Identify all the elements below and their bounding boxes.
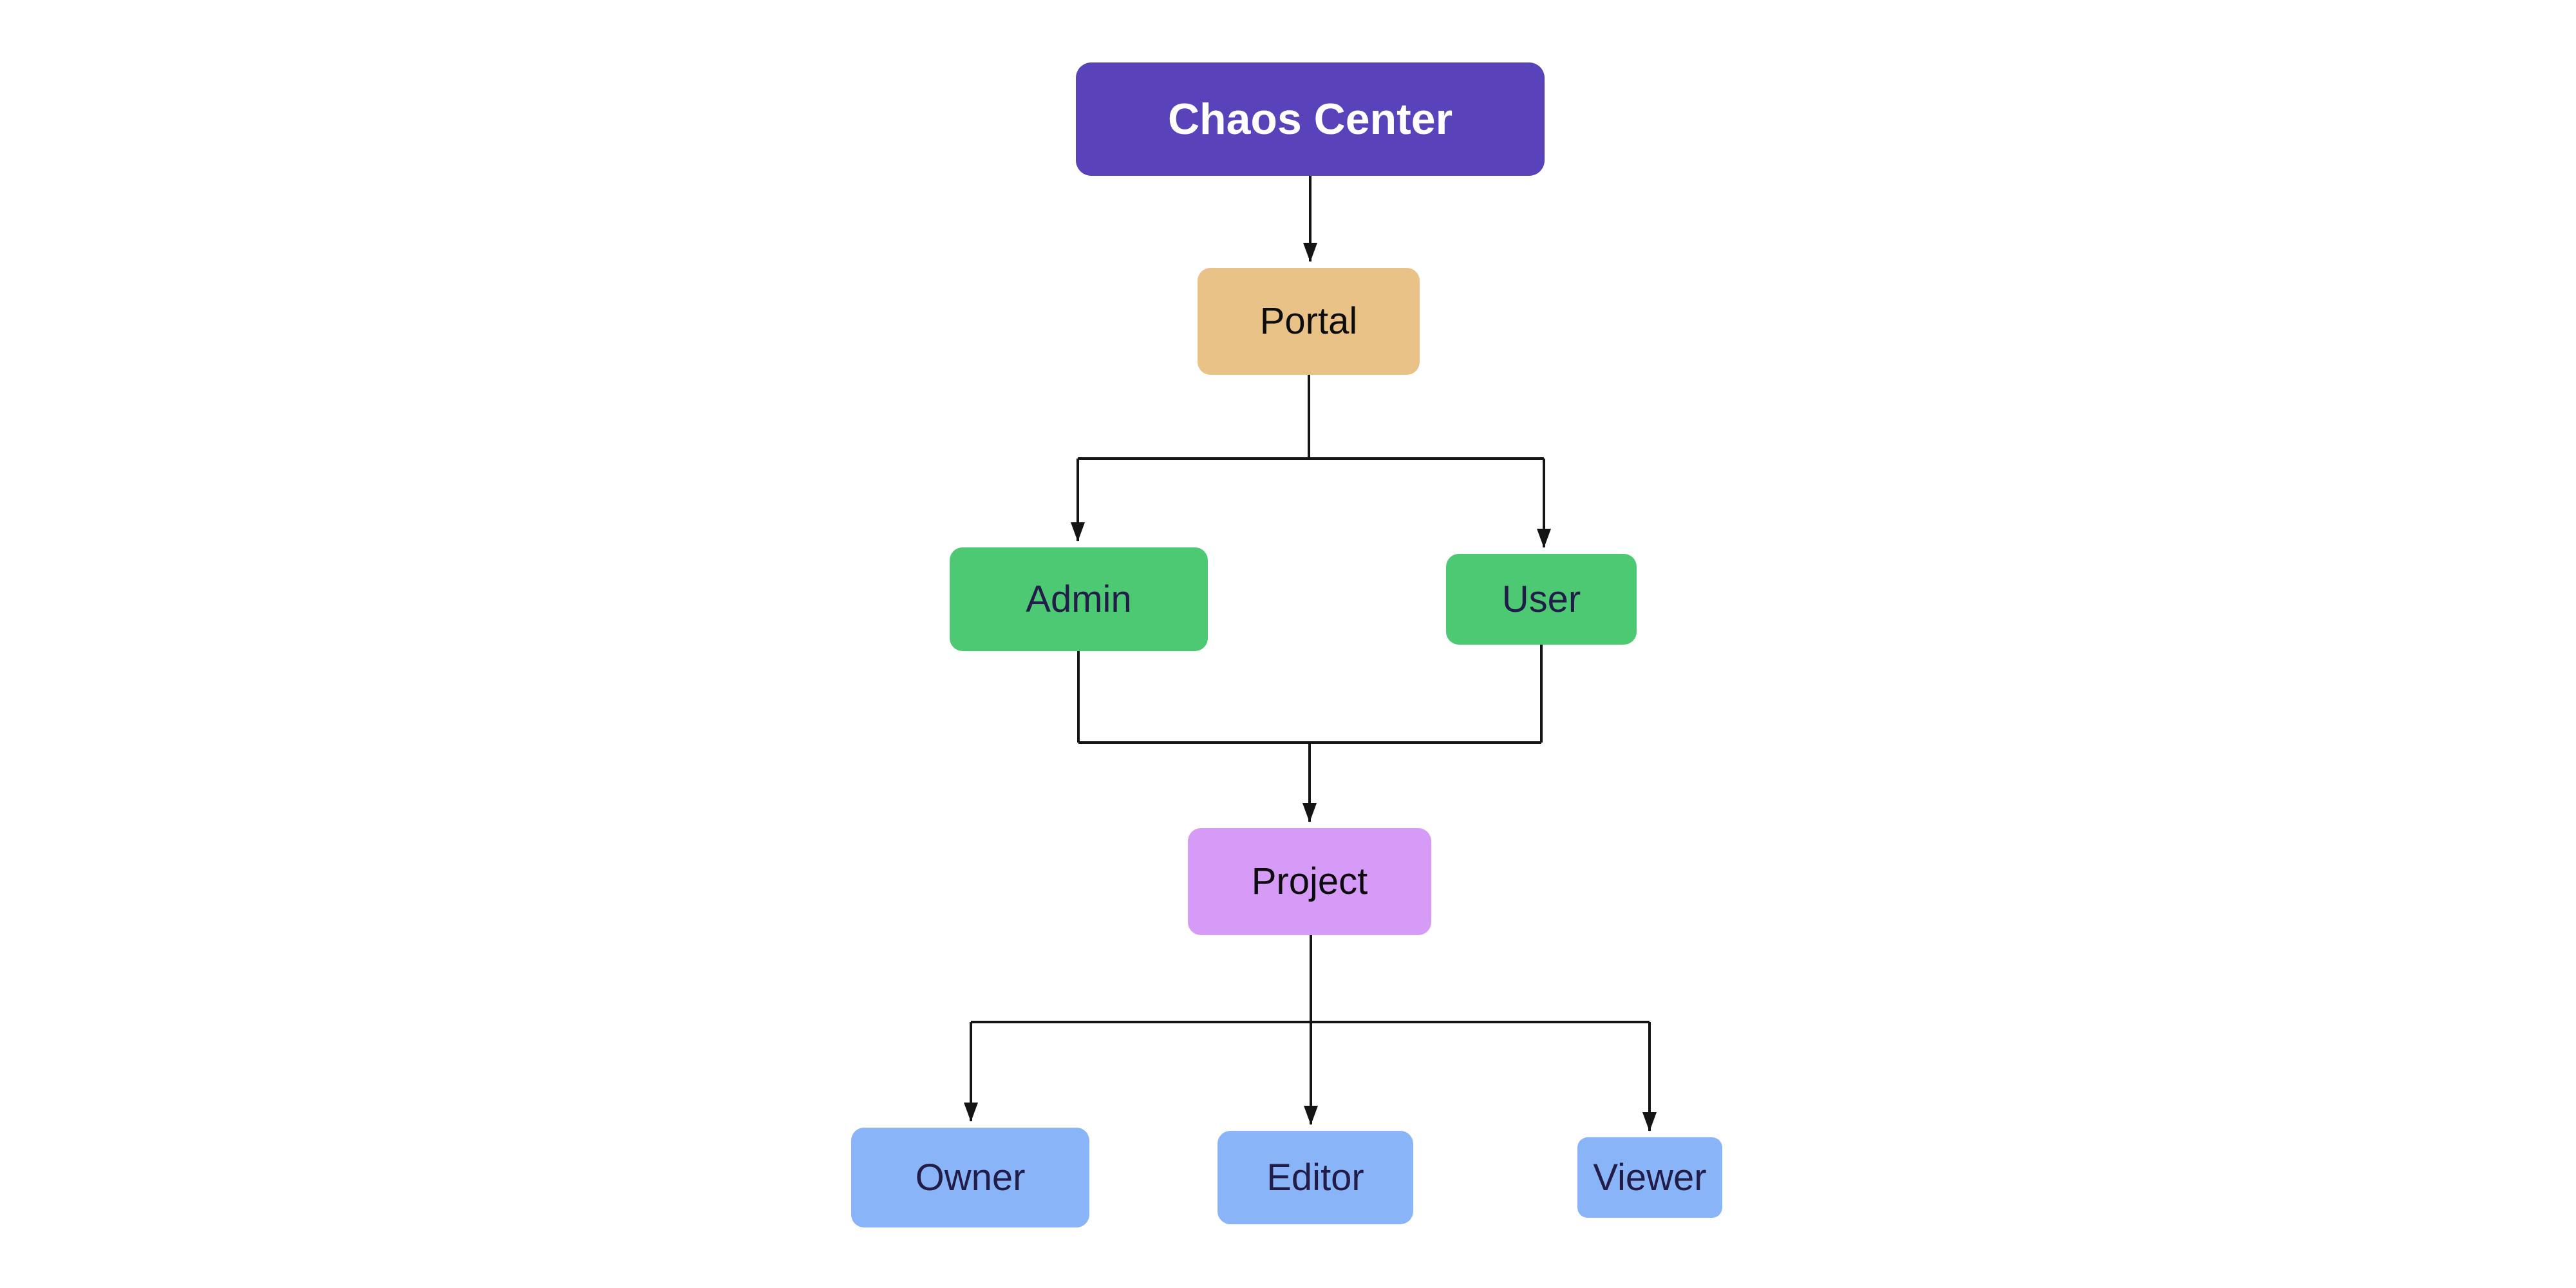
node-chaos-center-label: Chaos Center: [1167, 95, 1453, 144]
connectors: [964, 176, 1657, 1132]
node-user: User: [1446, 554, 1637, 645]
node-viewer: Viewer: [1577, 1137, 1722, 1218]
node-portal: Portal: [1198, 268, 1420, 375]
node-portal-label: Portal: [1259, 300, 1358, 342]
node-user-label: User: [1501, 578, 1581, 620]
node-viewer-label: Viewer: [1593, 1156, 1707, 1198]
node-editor-label: Editor: [1266, 1156, 1364, 1198]
node-chaos-center: Chaos Center: [1076, 62, 1545, 176]
node-editor: Editor: [1217, 1131, 1413, 1224]
node-admin: Admin: [950, 547, 1208, 651]
node-project: Project: [1188, 828, 1431, 935]
node-owner: Owner: [851, 1128, 1089, 1227]
node-owner-label: Owner: [915, 1156, 1026, 1198]
node-admin-label: Admin: [1026, 578, 1132, 620]
node-project-label: Project: [1251, 860, 1368, 902]
